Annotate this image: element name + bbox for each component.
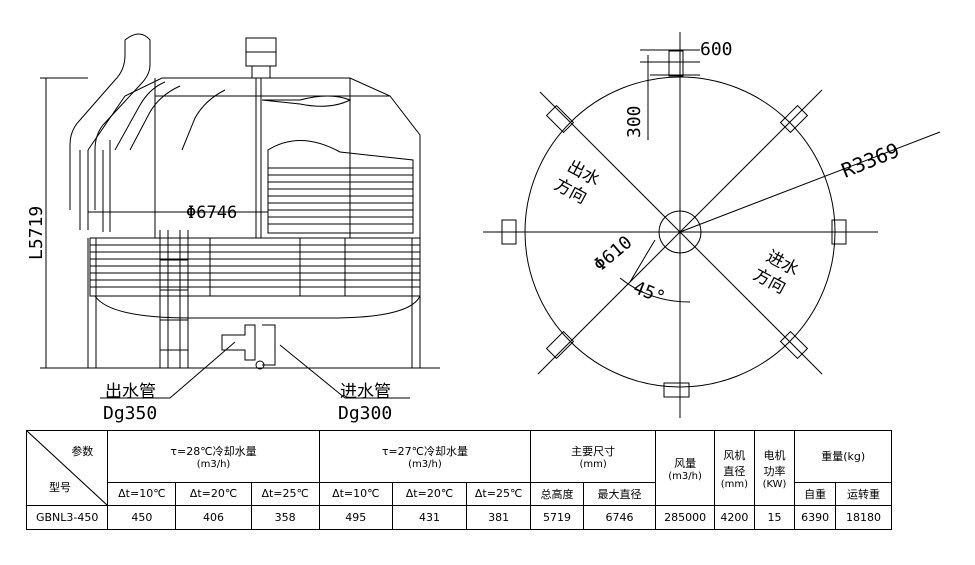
param-model-header: 参数 型号 bbox=[25, 429, 109, 507]
airflow-unit: (m3/h) bbox=[668, 470, 702, 482]
motor-title-1: 电机 bbox=[763, 448, 786, 462]
fan-header: 风机直径(mm) bbox=[714, 429, 755, 507]
table-row: GBNL3-450 450 406 358 495 431 381 5719 6… bbox=[25, 505, 892, 530]
cell: 406 bbox=[175, 505, 252, 530]
fan-title-1: 风机 bbox=[723, 448, 746, 462]
cell: 4200 bbox=[714, 505, 755, 530]
header-model: 型号 bbox=[49, 481, 71, 495]
dim-height: 300 bbox=[624, 105, 645, 138]
cell: 450 bbox=[107, 505, 177, 530]
weight-operating: 运转重 bbox=[835, 481, 892, 507]
dims-header: 主要尺寸(mm) bbox=[530, 430, 657, 483]
cell: 6390 bbox=[794, 505, 836, 530]
inlet-pipe-name: 进水管 bbox=[340, 382, 391, 402]
cell: 381 bbox=[466, 505, 532, 530]
inlet-pipe-size: Dg300 bbox=[338, 403, 392, 424]
group2-title: τ=27℃冷却水量 bbox=[381, 444, 469, 458]
weight-self: 自重 bbox=[794, 481, 836, 507]
airflow-header: 风量(m3/h) bbox=[655, 429, 716, 507]
cell: 358 bbox=[250, 505, 320, 530]
outlet-pipe-size: Dg350 bbox=[103, 403, 157, 424]
cell: 495 bbox=[318, 505, 393, 530]
tower-drawing: Φ6746 L5719 出水管 Dg350 进水管 Dg300 R3369 Φ6… bbox=[26, 32, 941, 424]
spec-table: 参数 型号 τ=28℃冷却水量(m3/h) τ=27℃冷却水量(m3/h) 主要… bbox=[25, 429, 892, 530]
fan-title-2: 直径 bbox=[723, 464, 746, 478]
header-param: 参数 bbox=[71, 445, 94, 458]
group2-header: τ=27℃冷却水量(m3/h) bbox=[318, 430, 532, 483]
cell: 285000 bbox=[655, 505, 716, 530]
motor-header: 电机功率(KW) bbox=[753, 429, 796, 507]
cell: 18180 bbox=[835, 505, 892, 530]
radius-label: R3369 bbox=[838, 138, 903, 183]
outlet-pipe-name: 出水管 bbox=[105, 382, 156, 402]
diagonal-line bbox=[27, 431, 108, 506]
motor-title-2: 功率 bbox=[763, 464, 786, 478]
fan-title-3: (mm) bbox=[720, 478, 749, 490]
dt-20-b: Δt=20℃ bbox=[391, 481, 468, 507]
angle-label: 45° bbox=[630, 277, 668, 309]
dt-10-b: Δt=10℃ bbox=[318, 481, 393, 507]
airflow-title: 风量 bbox=[674, 456, 697, 470]
elevation-view bbox=[40, 33, 440, 399]
weight-header: 重量(kg) bbox=[794, 430, 892, 483]
cell: 5719 bbox=[530, 505, 584, 530]
dt-25-b: Δt=25℃ bbox=[466, 481, 532, 507]
height-label: L5719 bbox=[26, 206, 47, 260]
diameter-label: Φ6746 bbox=[186, 203, 237, 223]
dims-max-diameter: 最大直径 bbox=[582, 481, 657, 507]
dims-unit: (mm) bbox=[579, 458, 607, 470]
dim-width: 600 bbox=[700, 39, 733, 60]
dt-20-a: Δt=20℃ bbox=[175, 481, 252, 507]
dt-10-a: Δt=10℃ bbox=[107, 481, 177, 507]
plan-view bbox=[483, 32, 941, 418]
group2-unit: (m3/h) bbox=[408, 458, 442, 470]
cell-model: GBNL3-450 bbox=[25, 505, 109, 530]
cell: 431 bbox=[391, 505, 468, 530]
dims-total-height: 总高度 bbox=[530, 481, 584, 507]
cell: 15 bbox=[753, 505, 796, 530]
motor-title-3: (KW) bbox=[762, 478, 787, 490]
dims-title: 主要尺寸 bbox=[571, 444, 616, 458]
cell: 6746 bbox=[582, 505, 657, 530]
group1-header: τ=28℃冷却水量(m3/h) bbox=[107, 430, 320, 483]
center-diameter-label: Φ610 bbox=[590, 232, 637, 276]
group1-unit: (m3/h) bbox=[196, 458, 231, 470]
dt-25-a: Δt=25℃ bbox=[250, 481, 320, 507]
group1-title: τ=28℃冷却水量 bbox=[170, 444, 257, 458]
